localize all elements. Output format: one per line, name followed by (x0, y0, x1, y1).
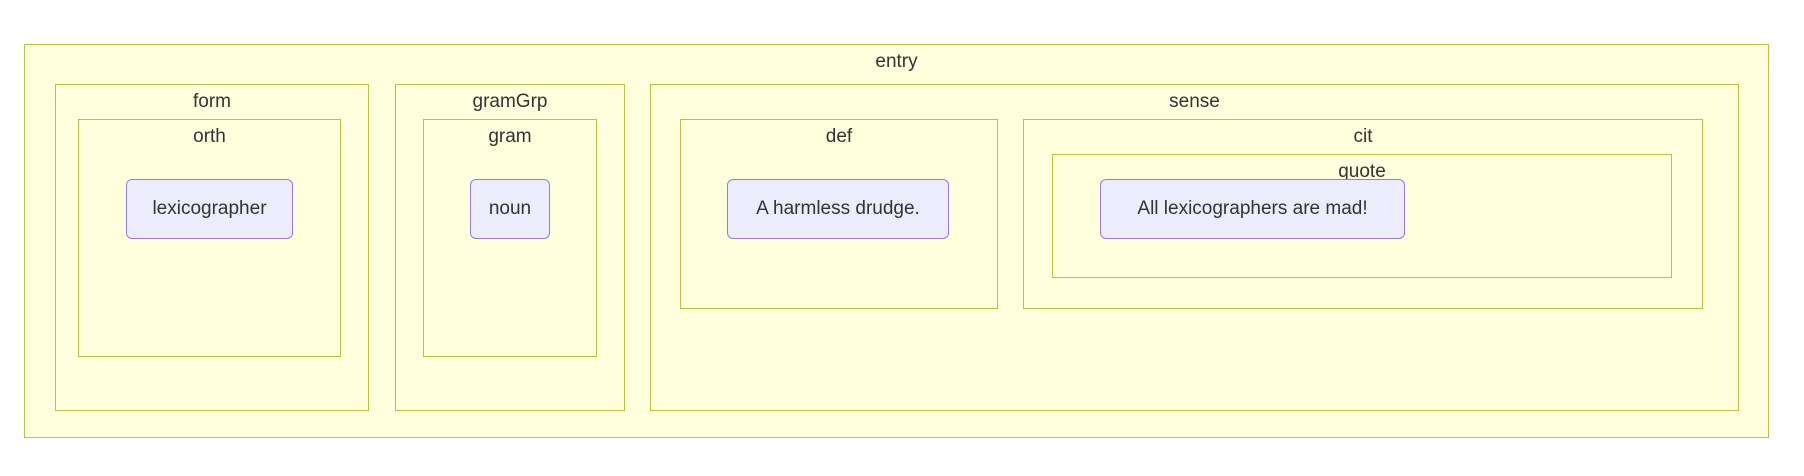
node-def-value[interactable]: A harmless drudge. (727, 179, 949, 239)
cluster-label-cit: cit (1353, 126, 1373, 147)
node-quote-value[interactable]: All lexicographers are mad! (1100, 179, 1405, 239)
cluster-label-entry: entry (875, 51, 918, 72)
cluster-label-orth: orth (193, 126, 226, 147)
node-gram-value[interactable]: noun (470, 179, 550, 239)
cluster-label-gram: gram (488, 126, 532, 147)
node-orth-value[interactable]: lexicographer (126, 179, 293, 239)
cluster-label-sense: sense (1169, 91, 1220, 112)
cluster-label-def: def (825, 126, 853, 147)
cluster-label-gramgrp: gramGrp (472, 91, 548, 112)
cluster-label-form: form (193, 91, 231, 112)
